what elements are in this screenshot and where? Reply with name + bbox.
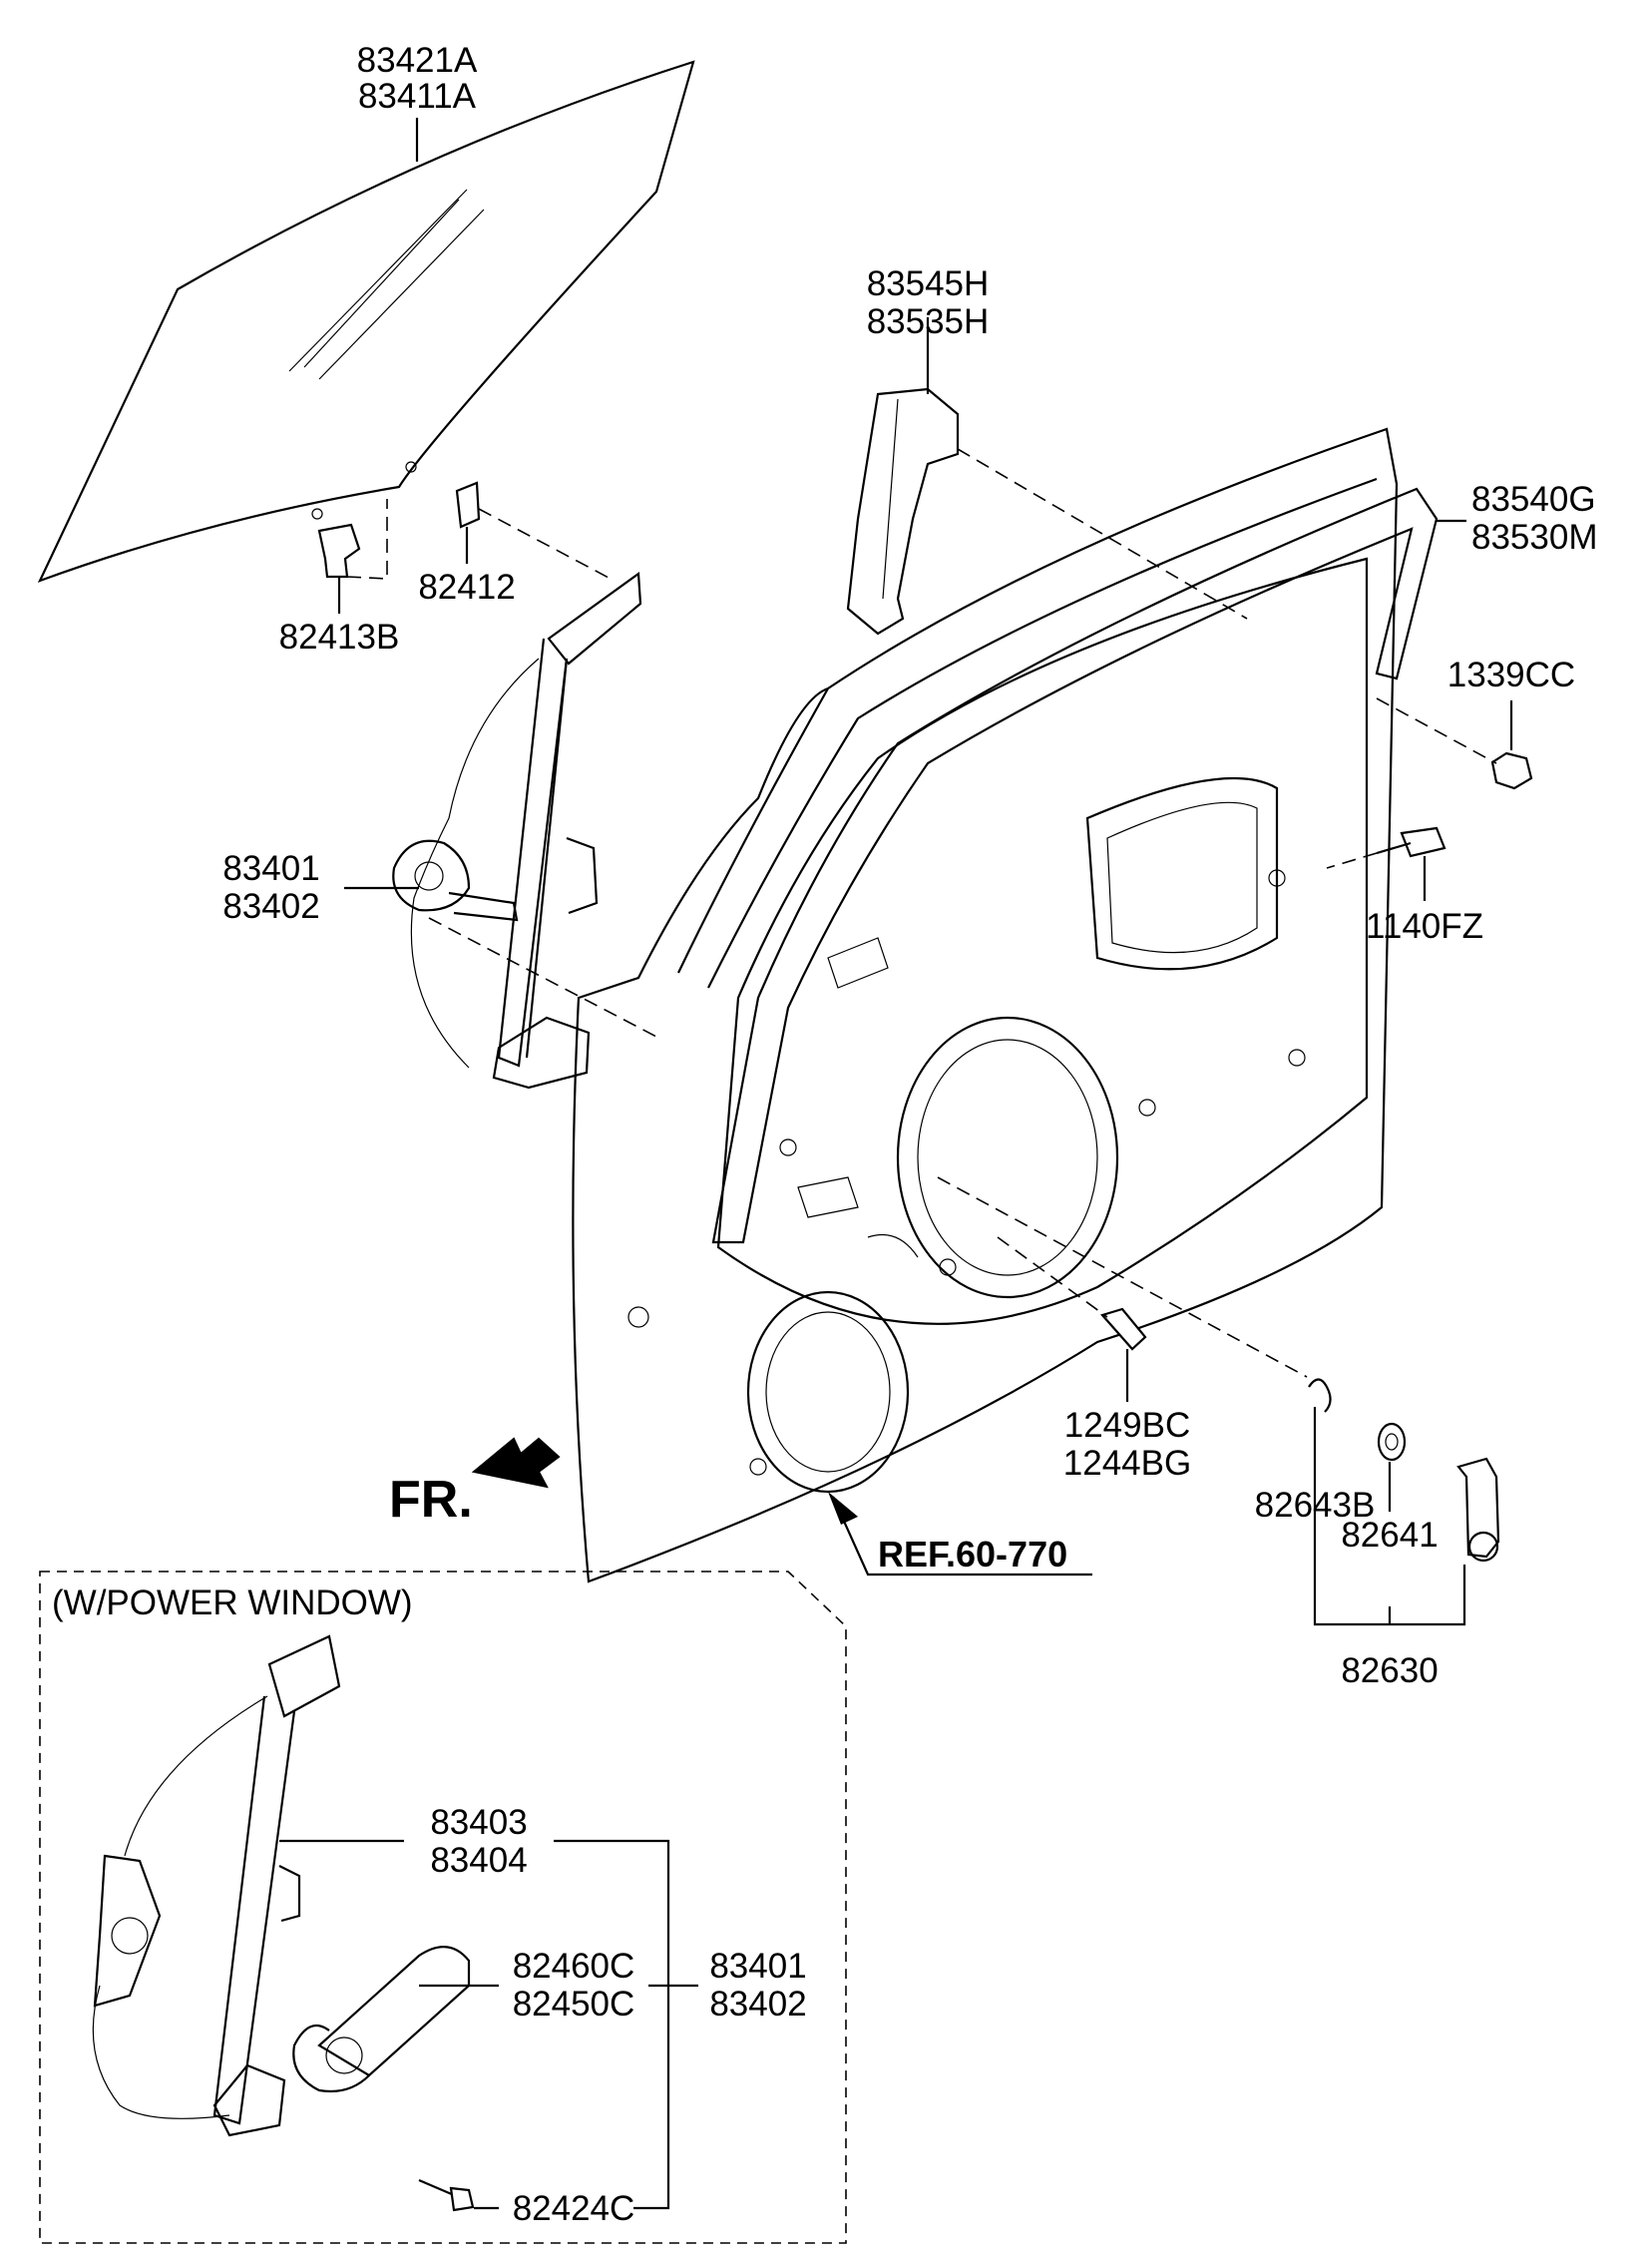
label-83404: 83404 — [430, 1841, 527, 1880]
bolt-1249bc[interactable] — [1100, 1307, 1147, 1351]
dash-clip-a — [478, 508, 612, 580]
washer-82641[interactable] — [1377, 1422, 1407, 1462]
label-83402: 83402 — [222, 887, 319, 926]
label-82424c: 82424C — [513, 2189, 635, 2228]
bracket-83401-power — [554, 1839, 670, 2210]
label-82413b: 82413B — [279, 618, 400, 657]
label-power-window: (W/POWER WINDOW) — [52, 1583, 413, 1622]
ref-arrow-head — [828, 1492, 858, 1525]
spring-82643b[interactable] — [1308, 1378, 1332, 1413]
label-ref: REF.60-770 — [878, 1534, 1067, 1575]
label-82643b: 82643B — [1255, 1486, 1376, 1525]
nut-1339cc[interactable] — [1490, 751, 1533, 790]
label-1249bc: 1249BC — [1064, 1406, 1190, 1445]
label-82641: 82641 — [1341, 1516, 1438, 1555]
label-83540g: 83540G — [1471, 480, 1596, 519]
glass-clip-82413b[interactable] — [317, 523, 361, 579]
glass-run-channel[interactable] — [711, 487, 1439, 1244]
dash-channel — [957, 448, 1248, 620]
door-glass[interactable] — [37, 60, 695, 583]
label-83403: 83403 — [430, 1803, 527, 1842]
label-82412: 82412 — [418, 568, 515, 607]
dash-nut — [1376, 697, 1497, 764]
label-83401-power: 83401 — [709, 1947, 806, 1986]
power-window-inset-box — [39, 1571, 847, 2244]
label-83535h: 83535H — [867, 302, 990, 341]
label-83530m: 83530M — [1471, 518, 1597, 557]
dash-spring — [937, 1176, 1308, 1378]
dash-lower-bolt — [997, 1236, 1108, 1318]
label-1140fz: 1140FZ — [1366, 907, 1483, 946]
label-1339cc: 1339CC — [1447, 656, 1575, 694]
label-83402-power: 83402 — [709, 1985, 806, 2024]
label-83545h: 83545H — [867, 264, 990, 303]
dash-clip-b — [346, 499, 388, 580]
window-motor[interactable] — [292, 1946, 471, 2093]
bolt-1140fz[interactable] — [1376, 826, 1446, 858]
window-regulator-power[interactable] — [92, 1634, 341, 2137]
label-83421a: 83421A — [357, 41, 478, 80]
motor-bolt-82424c[interactable] — [418, 2178, 475, 2212]
dash-bolt — [1326, 852, 1378, 869]
label-82450c: 82450C — [513, 1985, 635, 2024]
label-82460c: 82460C — [513, 1947, 635, 1986]
label-83401: 83401 — [222, 849, 319, 888]
label-83411a: 83411A — [358, 77, 477, 116]
front-lower-channel[interactable] — [846, 387, 960, 636]
window-regulator-manual[interactable] — [392, 571, 642, 1090]
front-direction-arrow — [471, 1437, 561, 1489]
label-front: FR. — [389, 1471, 473, 1529]
rear-door-panel[interactable] — [572, 427, 1399, 1583]
glass-clip-82412[interactable] — [455, 481, 481, 529]
label-82630: 82630 — [1341, 1651, 1438, 1690]
window-crank-handle[interactable] — [1456, 1457, 1500, 1563]
label-1244bg: 1244BG — [1063, 1444, 1191, 1483]
